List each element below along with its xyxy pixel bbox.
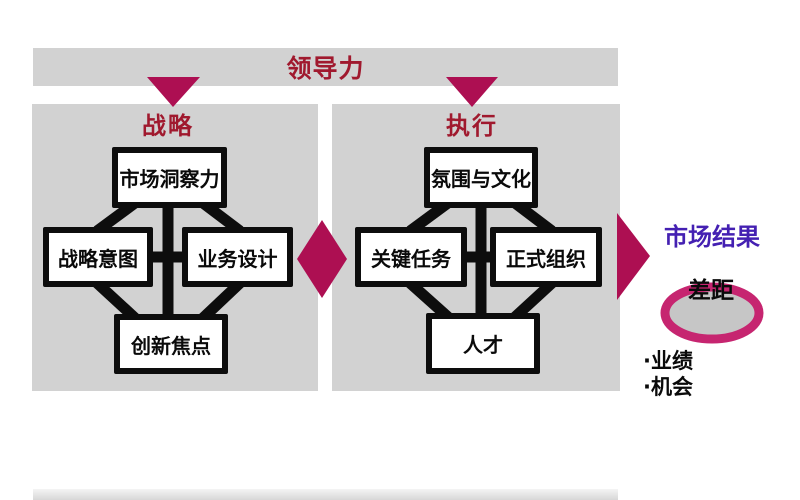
box-strategic-intent: 战略意图 — [43, 227, 153, 287]
box-label: 人才 — [463, 333, 503, 357]
connector-line — [406, 278, 452, 322]
box-label: 创新焦点 — [131, 333, 211, 358]
strategy-title: 战略 — [142, 112, 194, 140]
box-label: 正式组织 — [506, 246, 586, 271]
diamond-connector-icon — [297, 220, 347, 298]
box-label: 氛围与文化 — [431, 167, 531, 191]
box-business-design: 业务设计 — [182, 227, 293, 287]
box-talent: 人才 — [426, 313, 540, 374]
box-market-insight: 市场洞察力 — [112, 147, 227, 208]
box-label: 市场洞察力 — [119, 167, 220, 191]
box-label: 关键任务 — [371, 246, 451, 271]
gap-label: 差距 — [688, 278, 734, 304]
box-key-tasks: 关键任务 — [355, 227, 467, 287]
bullet-performance: ·业绩 — [643, 349, 693, 373]
box-label: 业务设计 — [197, 246, 278, 271]
connector-line — [199, 279, 244, 322]
bottom-bar — [33, 489, 618, 500]
box-innovation-focus: 创新焦点 — [114, 314, 228, 374]
connector-line — [93, 278, 139, 323]
leadership-banner: 领导力 — [33, 48, 618, 86]
leadership-label: 领导力 — [286, 54, 365, 83]
market-results-title: 市场结果 — [664, 223, 760, 251]
execution-title: 执行 — [446, 112, 498, 140]
box-formal-organization: 正式组织 — [490, 227, 602, 287]
box-label: 战略意图 — [58, 246, 138, 271]
right-arrow-icon — [617, 213, 650, 300]
box-atmosphere-culture: 氛围与文化 — [424, 147, 538, 208]
connector-line — [511, 278, 556, 322]
bullet-opportunity: ·机会 — [643, 375, 693, 399]
down-triangle-icon — [446, 77, 498, 107]
down-triangle-icon — [147, 77, 200, 107]
gap-ellipse — [660, 282, 764, 344]
